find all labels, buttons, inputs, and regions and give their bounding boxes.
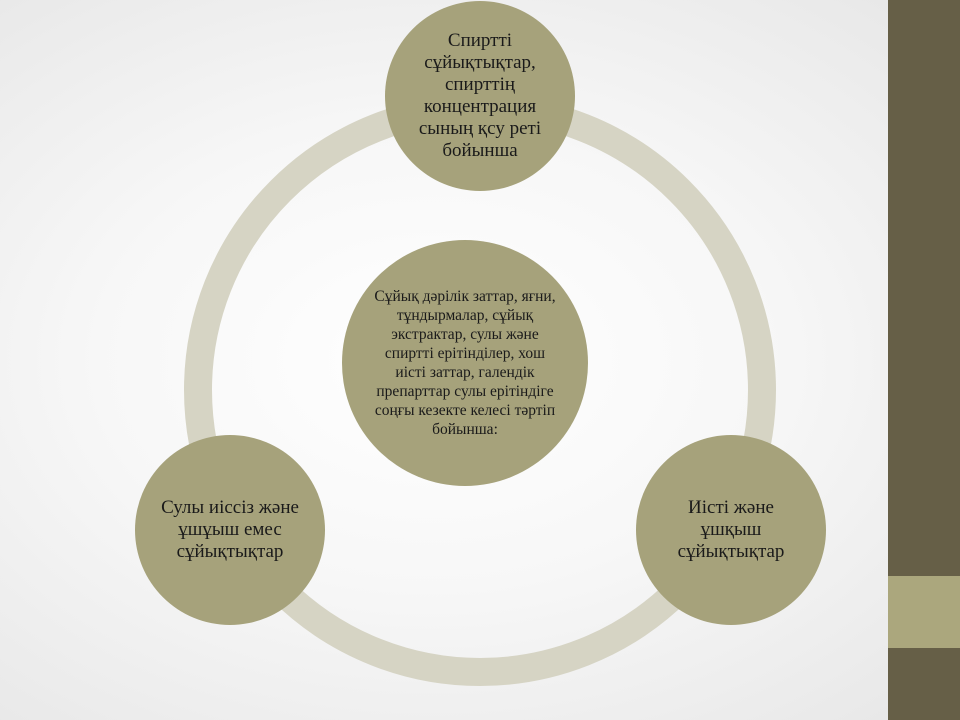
node-center-text: Сұйық дәрілік заттар, яғни, тұндырмалар,…: [374, 288, 556, 438]
node-aromatic-volatile-liquids-text: Иісті және ұшқыш сұйықтықтар: [677, 497, 785, 562]
node-aromatic-volatile-liquids: Иісті және ұшқыш сұйықтықтар: [636, 435, 826, 625]
node-alcohol-liquids-text: Спиртті сұйықтықтар, спирттің концентрац…: [418, 30, 542, 161]
slide: Спиртті сұйықтықтар, спирттің концентрац…: [135, 1, 826, 686]
node-center: Сұйық дәрілік заттар, яғни, тұндырмалар,…: [342, 240, 588, 486]
decorative-sidebar-band: [888, 576, 960, 648]
node-aqueous-odorless-liquids: Сулы иіссіз және ұшұыш емес сұйықтықтар: [135, 435, 325, 625]
node-aqueous-odorless-liquids-text: Сулы иіссіз және ұшұыш емес сұйықтықтар: [161, 497, 299, 562]
node-alcohol-liquids: Спиртті сұйықтықтар, спирттің концентрац…: [385, 1, 575, 191]
decorative-sidebar: [888, 0, 960, 720]
